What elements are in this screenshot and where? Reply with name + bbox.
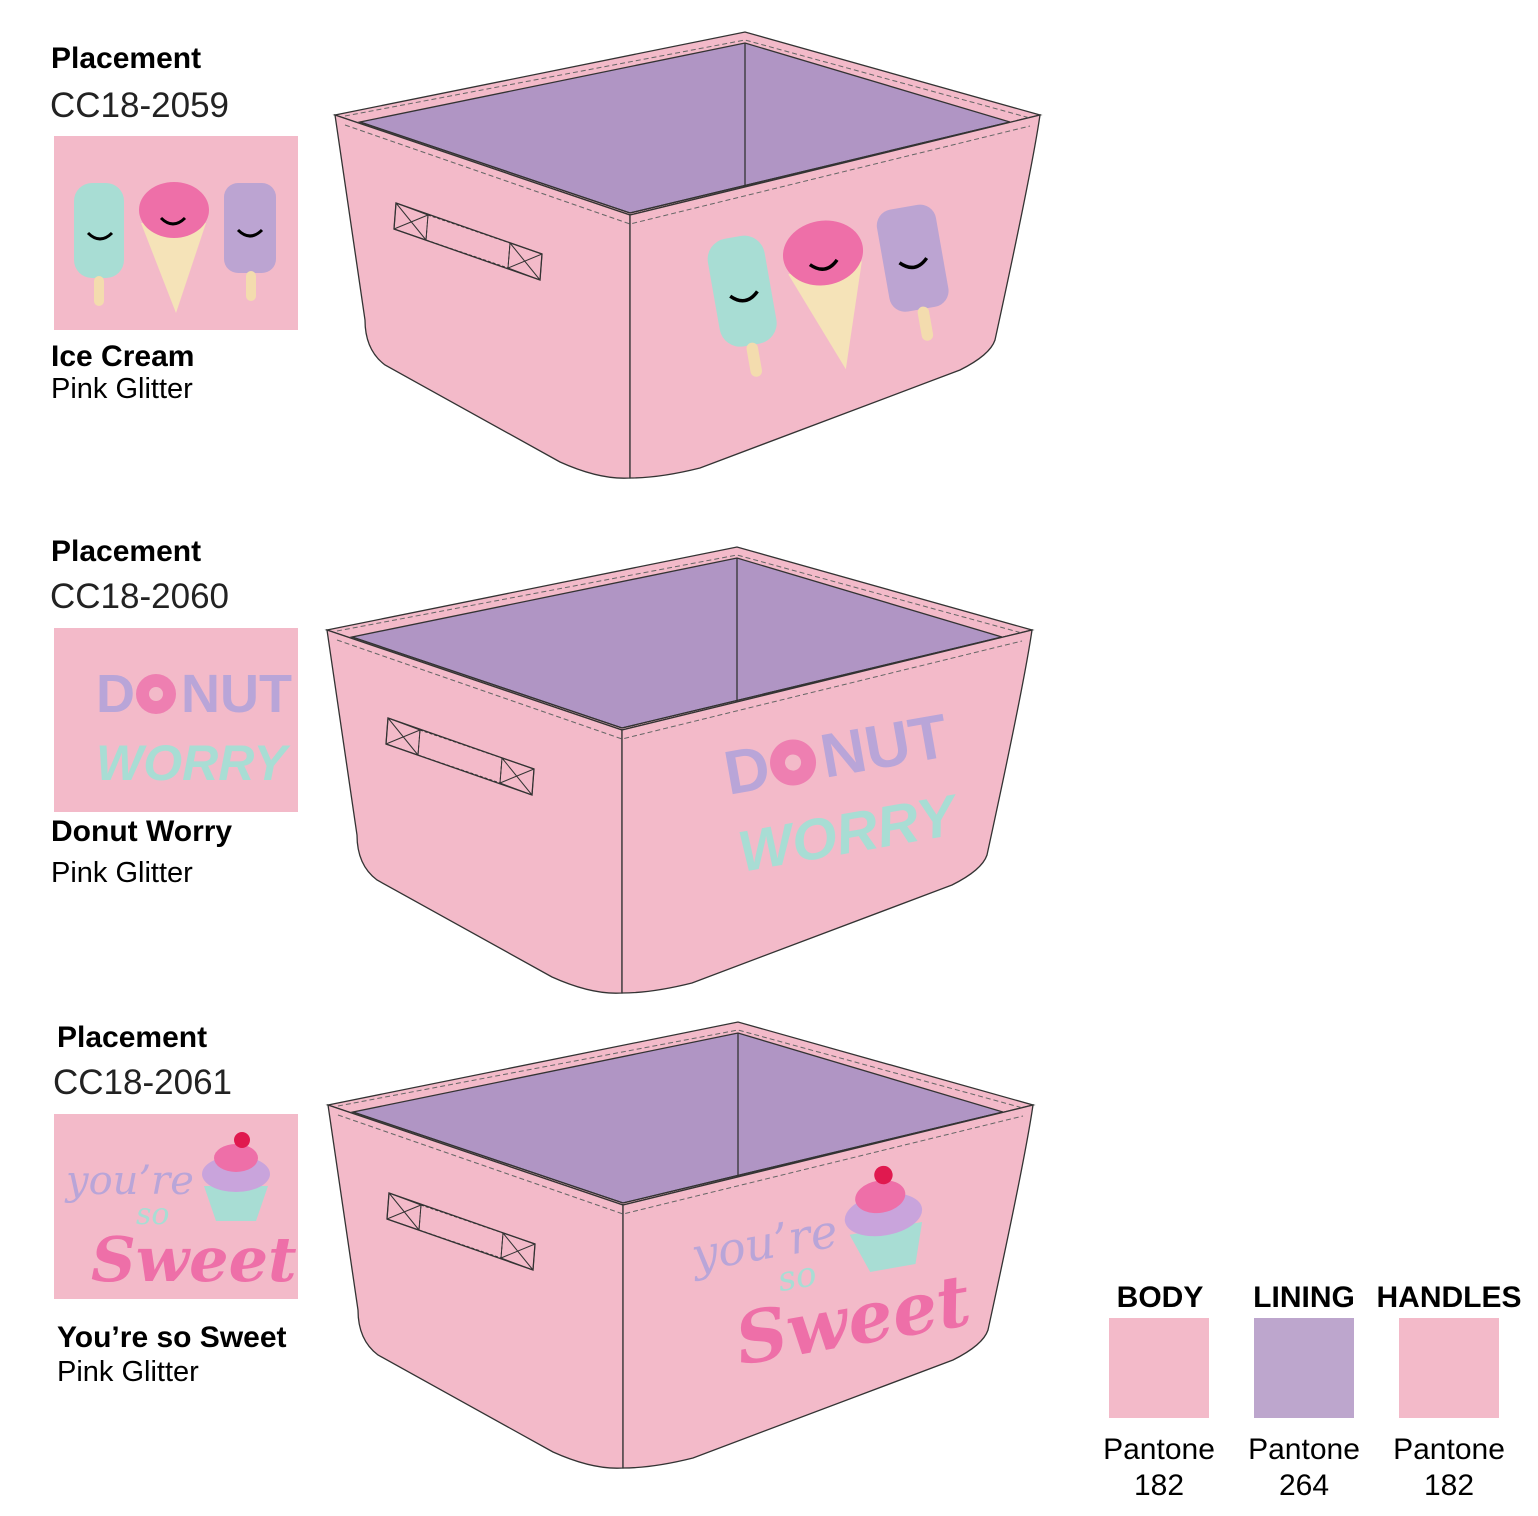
basket-lining-floor-edge <box>359 121 1011 214</box>
artwork-thumbnail-donut-worry: D NUT WORRY <box>54 628 298 812</box>
artwork-thumbnail-so-sweet: you’re so Sweet <box>54 1114 298 1299</box>
swatch-label-body: BODY <box>1116 1281 1204 1314</box>
storage-basket: you’re so Sweet <box>325 1021 1036 1469</box>
popsicle-purple-art <box>876 204 949 341</box>
artwork-thumbnail-ice-cream <box>54 136 298 330</box>
cupcake-art <box>844 1165 923 1272</box>
popsicle-purple-art <box>224 183 276 301</box>
swatch-body <box>1109 1318 1209 1418</box>
design-name: You’re so Sweet <box>57 1321 287 1354</box>
basket-handle <box>393 202 543 281</box>
art-text: NUT <box>181 664 292 724</box>
swatch-handles <box>1399 1318 1499 1418</box>
design-name: Ice Cream <box>51 340 195 373</box>
basket-front-side <box>622 1104 1034 1469</box>
basket-handle <box>385 717 535 796</box>
art-text: so <box>775 1254 820 1300</box>
ice-cream-cone-art <box>139 182 209 313</box>
popsicle-mint-art <box>707 235 777 377</box>
basket-left-side <box>334 114 631 479</box>
swatch-lining <box>1254 1318 1354 1418</box>
design-finish: Pink Glitter <box>51 857 193 889</box>
donut-art <box>770 739 817 786</box>
placement-code: CC18-2059 <box>50 86 229 125</box>
storage-basket <box>332 31 1043 479</box>
ice-cream-cone-art <box>782 220 864 370</box>
swatch-label-handles: HANDLES <box>1376 1281 1522 1314</box>
placement-heading: Placement <box>51 42 202 75</box>
basket-left-side <box>326 629 623 994</box>
design-finish: Pink Glitter <box>51 373 193 405</box>
storage-basket: D NUT WORRY <box>324 546 1035 994</box>
design-finish: Pink Glitter <box>57 1356 199 1388</box>
placement-code: CC18-2060 <box>50 577 229 616</box>
art-text: D <box>96 664 135 724</box>
basket-lining-floor-edge <box>352 1111 1004 1204</box>
art-text: so <box>136 1197 169 1232</box>
design-name: Donut Worry <box>51 815 233 848</box>
basket-front-side <box>621 629 1033 994</box>
basket-lining-floor-edge <box>351 636 1003 729</box>
art-text: you’re <box>64 1158 194 1204</box>
placement-heading: Placement <box>51 535 202 568</box>
placement-code: CC18-2061 <box>53 1063 232 1102</box>
basket-handle <box>386 1192 536 1271</box>
art-text: Sweet <box>91 1223 297 1296</box>
art-text: WORRY <box>96 735 291 791</box>
basket-left-side <box>327 1104 624 1469</box>
cupcake-art <box>202 1132 270 1221</box>
popsicle-mint-art <box>74 183 124 306</box>
swatch-label-lining: LINING <box>1253 1281 1355 1314</box>
donut-art <box>136 674 176 714</box>
placement-heading: Placement <box>57 1021 208 1054</box>
